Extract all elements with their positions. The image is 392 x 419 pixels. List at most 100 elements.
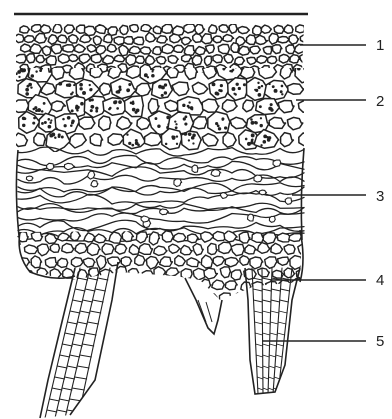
cortex-cell [290,55,300,63]
cortex-cell [134,37,144,45]
cell-granule [128,142,131,145]
rhizine-septum [271,289,280,291]
cell-granule [220,84,223,87]
lower-cortex-cell [231,244,244,255]
rhizine-septum [73,300,83,302]
cortex-cell [268,56,277,63]
lower-cortex-cell [58,281,68,291]
rhizine-septum [65,377,75,379]
lower-cortex-cell [83,258,95,267]
cell-granule [188,132,192,136]
hypha-cell [160,209,169,215]
lower-cortex-cell [234,293,245,302]
cell-granule [165,143,167,145]
cortex-cell [12,100,29,112]
rhizine-septum [257,366,263,368]
cell-granule [257,82,259,84]
cell-granule [49,122,51,124]
cell-granule [58,82,62,86]
cell-granule [118,85,121,88]
rhizine-septum [70,311,80,313]
cell-granule [254,89,256,91]
rhizine-septum [275,366,281,368]
cortex-cell [47,56,57,65]
cortex-cell [213,55,223,63]
cortex-cell [69,54,79,61]
cortex-cell [93,36,102,45]
cell-granule [270,107,273,110]
cortex-cell [140,47,151,54]
cell-granule [34,106,37,109]
rhizine-septum [270,344,277,346]
cell-granule [90,105,94,109]
rhizine-septum [270,322,278,324]
hypha-cell [269,216,275,222]
hypha-cell [220,193,228,199]
cell-granule [47,118,50,121]
cell-granule [50,119,52,121]
cell-granule [132,108,136,112]
cell-granule [89,84,91,86]
label-5: 5 [376,333,384,350]
rhizine-septum [263,366,269,368]
cell-granule [31,74,34,77]
cell-granule [30,86,32,88]
cortex-cell [286,45,295,54]
cell-granule [71,109,74,112]
cortex-cell [235,57,245,65]
lower-cortex-cell [173,233,186,242]
rhizine-septum [263,355,270,357]
rhizine-septum [263,377,269,379]
cell-granule [76,109,79,112]
cell-granule [80,102,84,106]
cortex-cell [34,133,46,146]
lower-cortex-cell [38,244,50,256]
cell-granule [73,84,75,86]
cortex-cell [91,54,102,63]
rhizine-septum [270,333,278,335]
lower-cortex-cell [220,267,230,278]
cell-granule [233,93,235,95]
hypha-cell [273,160,281,167]
cortex-cell [41,25,51,34]
cell-granule [175,126,178,129]
cell-granule [126,88,130,92]
cell-granule [261,85,263,87]
rhizine-septum [269,377,275,379]
rhizine-septum [256,355,263,357]
cortex-cell [284,25,293,33]
cell-granule [263,140,267,144]
rhizine-septum [57,366,67,368]
cell-granule [90,109,93,112]
lower-cortex-cell [212,280,225,290]
lower-cortex-cell [36,292,47,303]
rhizine-septum [269,366,275,368]
cell-granule [260,117,262,119]
cortex-cell [130,25,139,33]
cortex-cell [296,25,305,33]
label-4: 4 [376,272,384,289]
cell-granule [32,122,35,125]
lower-cortex-cell [181,245,193,254]
lower-cortex-cell [50,291,63,300]
cell-granule [43,102,46,105]
rhizine-septum [49,399,59,401]
cell-granule [25,92,29,96]
cortex-cell [20,26,30,33]
cell-granule [310,75,313,78]
algal-cell [125,96,144,117]
cortex-cell [25,36,35,43]
cell-granule [82,91,86,95]
cell-granule [22,124,25,127]
hypha-cell [88,171,95,179]
rhizine-septum [67,322,77,324]
rhizine-septum [271,300,280,302]
cell-granule [172,136,176,140]
cortex-cell [69,35,79,44]
cell-granule [212,82,216,86]
cortex-cell [192,55,202,65]
cell-granule [184,122,187,125]
rhizine-septum [255,333,262,335]
cell-granule [130,102,133,105]
rhizine-septum [277,333,284,335]
